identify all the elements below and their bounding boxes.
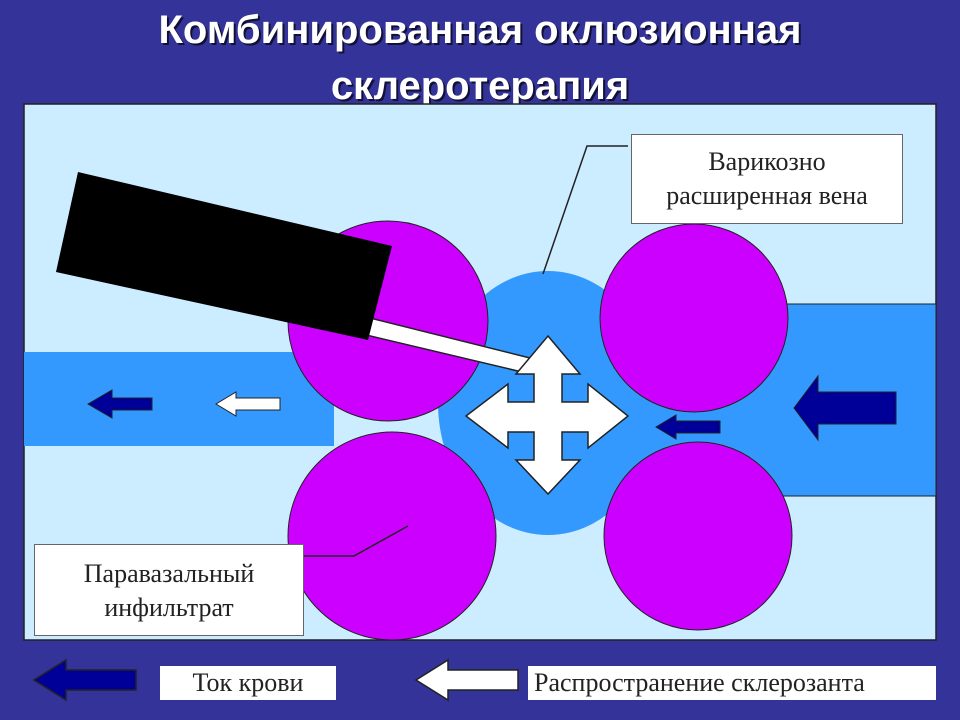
blood-flow-arrow-icon [793, 374, 897, 442]
legend-blood-flow-arrow-icon [32, 658, 137, 702]
legend-sclerosant-arrow-icon [414, 658, 519, 702]
vein-label-line-2: расширенная вена [666, 181, 868, 210]
legend-sclerosant-label: Распространение склерозанта [528, 666, 936, 700]
infiltrate-label-line-2: инфильтрат [104, 593, 234, 622]
vein-leader-line [542, 145, 628, 275]
blood-flow-arrow-icon [87, 389, 153, 419]
legend-blood-flow-label: Ток крови [160, 666, 336, 700]
blood-flow-arrow-icon [655, 414, 721, 440]
sclerosant-arrow-icon [215, 391, 281, 417]
title-line-2: склеротерапия [330, 64, 630, 108]
vein-label-line-1: Варикозно [708, 147, 826, 176]
vein-label: Варикозно расширенная вена [631, 134, 903, 224]
four-way-arrow-icon [464, 334, 630, 496]
title-line-1: Комбинированная оклюзионная [158, 8, 802, 52]
infiltrate-label: Паравазальный инфильтрат [34, 544, 304, 636]
vein-channel-left [24, 352, 334, 446]
infiltrate-circle-bottom-left [287, 431, 497, 641]
infiltrate-circle-bottom-right [603, 441, 793, 631]
page-title: Комбинированная оклюзионная склеротерапи… [0, 0, 960, 114]
infiltrate-label-line-1: Паравазальный [83, 559, 255, 588]
infiltrate-leader-line [304, 525, 409, 557]
infiltrate-circle-top-right [599, 223, 789, 413]
